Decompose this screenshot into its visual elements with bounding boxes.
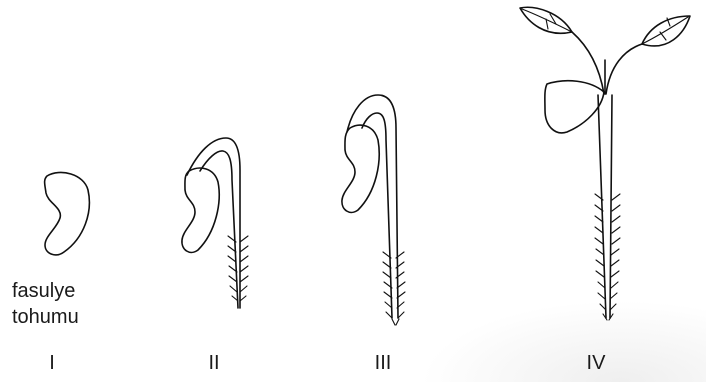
stage-label-1: I — [22, 351, 82, 375]
stage-4-seedling — [520, 7, 690, 320]
stage-4-root-hairs — [595, 194, 620, 320]
stage-label-2: II — [184, 351, 244, 375]
seed-label-line1: fasulye — [12, 278, 79, 304]
stage-2-seedling — [182, 138, 248, 308]
seed-label-line2: tohumu — [12, 304, 79, 330]
stage-label-3: III — [353, 351, 413, 375]
stage-1-seed — [45, 172, 90, 254]
stage-3-root-hairs — [383, 252, 405, 325]
stage-label-4: IV — [566, 351, 626, 375]
stage-3-seedling — [342, 95, 405, 325]
seed-label: fasulye tohumu — [12, 278, 79, 330]
